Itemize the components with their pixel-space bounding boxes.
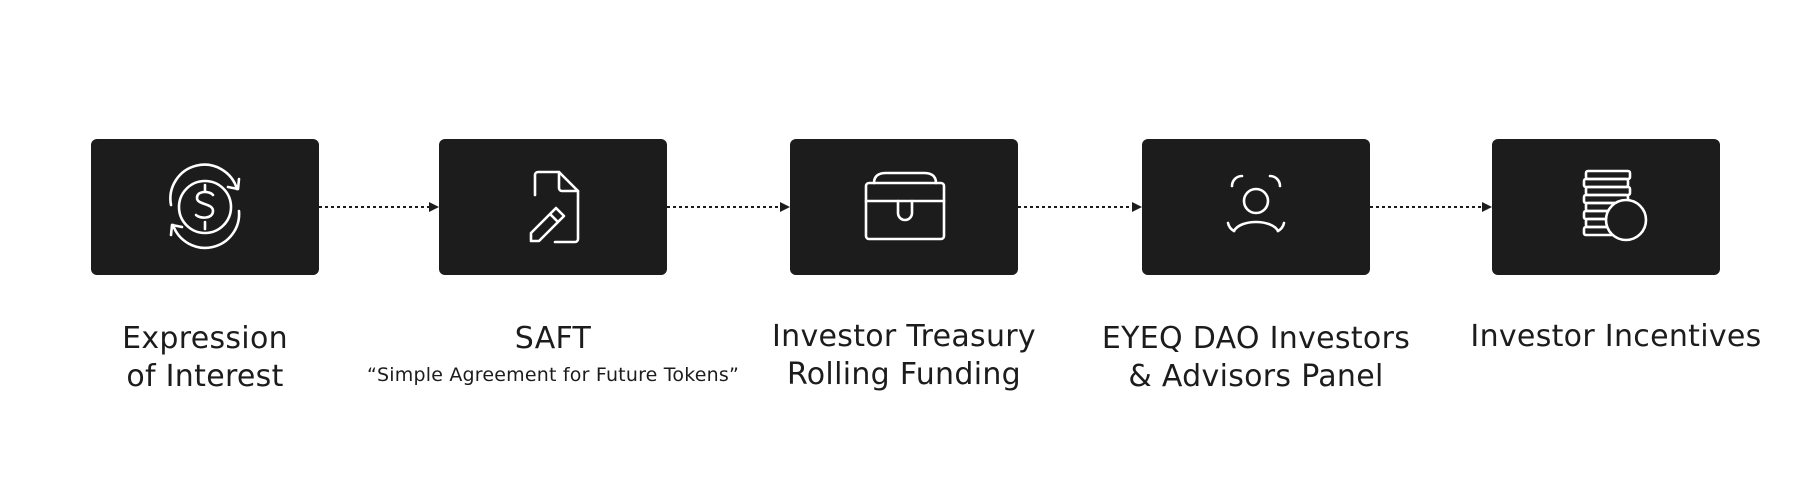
- step-box-saft: [439, 139, 667, 275]
- step-box-dao-investors-panel: [1142, 139, 1370, 275]
- step-label-saft: SAFT “Simple Agreement for Future Tokens…: [348, 320, 758, 388]
- connector-arrow-2-3: [667, 201, 790, 213]
- step-label-dao-investors-panel: EYEQ DAO Investors & Advisors Panel: [1076, 320, 1436, 396]
- connector-arrow-1-2: [319, 201, 439, 213]
- step-label-expression-of-interest: Expression of Interest: [55, 320, 355, 396]
- step-label-line: & Advisors Panel: [1128, 359, 1384, 394]
- step-box-investor-incentives: [1492, 139, 1720, 275]
- step-box-expression-of-interest: [91, 139, 319, 275]
- step-box-investor-treasury: [790, 139, 1018, 275]
- step-label-line: SAFT: [514, 321, 592, 356]
- treasure-chest-icon: [864, 171, 946, 241]
- step-label-investor-treasury: Investor Treasury Rolling Funding: [754, 318, 1054, 394]
- step-sublabel-saft: “Simple Agreement for Future Tokens”: [366, 364, 740, 386]
- coin-stack-icon: [1582, 169, 1648, 242]
- connector-arrow-4-5: [1370, 201, 1492, 213]
- user-focus-icon: [1226, 174, 1286, 233]
- step-label-line: Expression: [122, 321, 288, 356]
- step-label-line: of Interest: [126, 359, 284, 394]
- step-label-line: EYEQ DAO Investors: [1101, 321, 1411, 356]
- step-label-line: Investor Incentives: [1470, 319, 1762, 354]
- step-label-line: Rolling Funding: [786, 357, 1022, 392]
- document-pen-icon: [529, 170, 580, 244]
- step-label-investor-incentives: Investor Incentives: [1446, 318, 1786, 356]
- connector-arrow-3-4: [1018, 201, 1142, 213]
- step-label-line: Investor Treasury: [772, 319, 1036, 354]
- dollar-exchange-icon: [169, 163, 241, 250]
